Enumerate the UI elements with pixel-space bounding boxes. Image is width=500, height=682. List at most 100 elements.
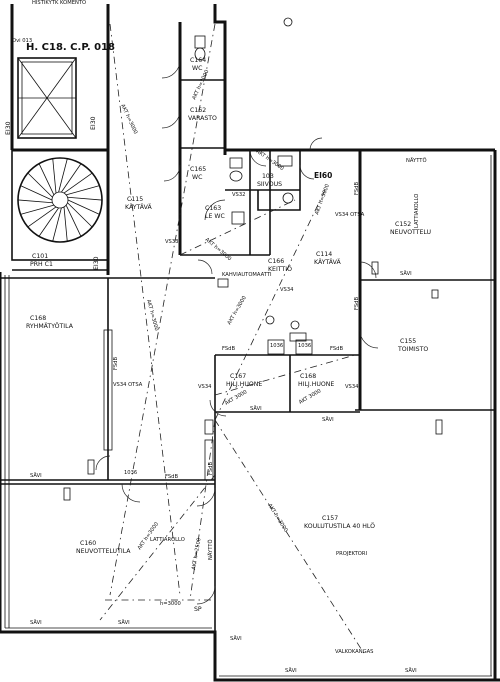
room-name: HILJ.HUONE bbox=[298, 381, 334, 388]
label-fsdb: FSdB bbox=[222, 346, 235, 352]
ceiling-lines bbox=[99, 23, 366, 656]
stair-step bbox=[61, 163, 82, 193]
stair-step bbox=[27, 206, 57, 228]
stair-step bbox=[52, 158, 57, 194]
room-id: C101 bbox=[32, 253, 48, 260]
label-fsdb: FSdB bbox=[354, 297, 360, 310]
label-ei30: EI30 bbox=[5, 121, 12, 135]
room-id: C160 bbox=[80, 540, 96, 547]
label-valkokangas: VALKOKANGAS bbox=[335, 649, 373, 655]
header-labels: HISTIKYTK KOMENTO H. C18. C.P. 018 Ovi 0… bbox=[12, 0, 115, 53]
room-name: NEUVOTTELUTILA bbox=[76, 548, 131, 555]
room-id: C168 bbox=[300, 373, 316, 380]
label-ei30: EI30 bbox=[93, 256, 100, 270]
label-savi: SÄVI bbox=[30, 472, 42, 479]
room-name: KÄYTÄVÄ bbox=[125, 202, 152, 211]
label-naytto: NÄYTTÖ bbox=[406, 157, 427, 164]
room-name: LE WC bbox=[205, 213, 225, 220]
label-fsdb: FSdB bbox=[330, 346, 343, 352]
room-name: KEITTIÖ bbox=[268, 264, 292, 273]
label-fsdb: FSdB bbox=[165, 474, 178, 480]
label-lattiarollo: LATTIAROLLO bbox=[150, 537, 185, 543]
label-1036: 1036 bbox=[298, 343, 311, 349]
room-id: C162 bbox=[190, 107, 206, 114]
room-id: C168 bbox=[30, 315, 46, 322]
label-akt: AKT h=3000 bbox=[191, 69, 210, 101]
label-akt: AKT h=3000 bbox=[204, 237, 233, 262]
label-savi: SÄVI bbox=[285, 667, 297, 674]
label-fsdb: FSdB bbox=[208, 462, 214, 475]
label-akt: AKT h=3000 bbox=[145, 299, 159, 332]
room-id: C115 bbox=[127, 196, 143, 203]
label-kahviautomaatti: KAHVIAUTOMAATTI bbox=[222, 272, 272, 278]
stair-step bbox=[63, 172, 93, 194]
sheet-sub: Ovi 013 bbox=[12, 38, 32, 44]
stair-step bbox=[27, 172, 53, 198]
room-name: RYHMÄTYÖTILA bbox=[26, 321, 74, 330]
room-id: C152 bbox=[395, 221, 411, 228]
label-savi: SÄVI bbox=[250, 405, 262, 412]
room-name: NEUVOTTELU bbox=[390, 229, 431, 236]
label-savi: SÄVI bbox=[118, 619, 130, 626]
label-fsdb: FSdB bbox=[354, 182, 360, 195]
header-top-text: HISTIKYTK KOMENTO bbox=[32, 0, 86, 6]
stair-step bbox=[63, 206, 68, 242]
label-akt: AKT h=3000 bbox=[266, 503, 288, 533]
stair-step bbox=[20, 185, 53, 201]
stair-step bbox=[58, 158, 68, 193]
room-id: C165 bbox=[190, 166, 206, 173]
label-akt: AKT 3000 bbox=[224, 389, 248, 406]
room-name: WC bbox=[192, 65, 202, 72]
label-vs33: VS33 bbox=[165, 239, 178, 245]
inner-walls bbox=[0, 4, 495, 632]
label-1036: 1036 bbox=[124, 470, 137, 476]
room-id: C157 bbox=[322, 515, 338, 522]
spiral-stair bbox=[11, 149, 109, 261]
label-ei60: EI60 bbox=[314, 171, 332, 180]
label-1036: 1036 bbox=[270, 343, 283, 349]
room-name: KÄYTÄVÄ bbox=[314, 257, 341, 266]
label-akt: AKT h=3000 bbox=[314, 183, 331, 215]
label-sp: SP bbox=[194, 606, 202, 613]
room-id: C167 bbox=[230, 373, 246, 380]
label-h3000: h=3000 bbox=[160, 601, 181, 607]
outer-walls bbox=[0, 4, 500, 682]
elevator-shaft bbox=[17, 57, 77, 139]
room-labels: C101 PRH C1 C115 KÄYTÄVÄ C164 WC C162 VA… bbox=[26, 57, 431, 555]
label-savi: SÄVI bbox=[30, 619, 42, 626]
room-name: WC bbox=[192, 174, 202, 181]
label-vs32: VS32 bbox=[232, 192, 245, 198]
label-savi: SÄVI bbox=[400, 270, 412, 277]
label-naytto: NÄYTTÖ bbox=[207, 539, 214, 560]
sheet-title: H. C18. C.P. 018 bbox=[26, 42, 115, 53]
room-id: C155 bbox=[400, 338, 416, 345]
room-name: VARASTO bbox=[188, 115, 217, 122]
label-vs34: VS34 bbox=[198, 384, 212, 390]
room-id: 103 bbox=[262, 173, 274, 180]
label-savi: SÄVI bbox=[230, 635, 242, 642]
room-name: HILJ.HUONE bbox=[226, 381, 262, 388]
stair-step bbox=[52, 207, 62, 242]
stair-step bbox=[67, 202, 93, 228]
room-name: KOULUTUSTILA 40 HLÖ bbox=[304, 521, 375, 530]
markers bbox=[63, 17, 443, 501]
doors bbox=[95, 59, 379, 605]
stair-step bbox=[38, 207, 59, 237]
room-id: C163 bbox=[205, 205, 221, 212]
label-ei30: EI30 bbox=[90, 116, 97, 130]
stair-step bbox=[67, 199, 100, 215]
label-vs34: VS34 bbox=[280, 287, 294, 293]
stair-step bbox=[17, 199, 53, 204]
label-akt: AKT h=2500 bbox=[191, 538, 203, 571]
label-vs34: VS34 bbox=[345, 384, 359, 390]
stair-step bbox=[38, 163, 55, 196]
room-id: C164 bbox=[190, 57, 206, 64]
label-fsdb: FSdB bbox=[113, 357, 119, 370]
room-id: C114 bbox=[316, 251, 332, 258]
label-akt: AKT h=3000 bbox=[227, 295, 248, 326]
label-vs34otsa: VS34 OTSA bbox=[335, 212, 365, 218]
room-name: PRH C1 bbox=[30, 261, 53, 268]
label-akt: AKT h=3000 bbox=[119, 103, 138, 135]
label-lattiakollo: LATTIAKOLLO bbox=[414, 194, 420, 228]
